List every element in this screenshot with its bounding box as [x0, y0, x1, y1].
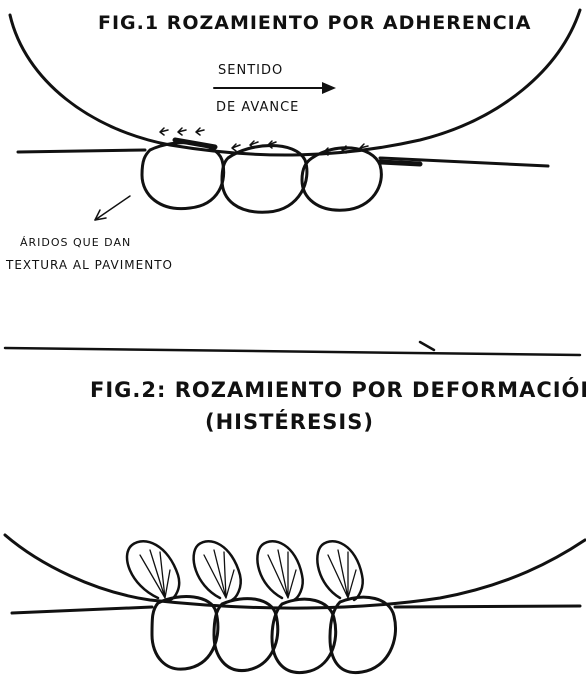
pressure-lobe	[127, 541, 179, 600]
hysteresis-lobes	[127, 541, 363, 600]
direction-label-line1: SENTIDO	[218, 63, 283, 78]
road-surface-fig1	[18, 150, 548, 166]
aggregate-label-line2: TEXTURA AL PAVIMENTO	[6, 258, 173, 272]
aggregate-stone	[152, 597, 218, 670]
aggregate-label-line1: ÁRIDOS QUE DAN	[20, 236, 131, 249]
pressure-lobe	[257, 541, 302, 600]
figure-1-title: FIG.1 ROZAMIENTO POR ADHERENCIA	[98, 12, 531, 34]
aggregate-stone	[142, 143, 224, 209]
pressure-lobe	[317, 541, 362, 600]
pointer-arrow	[95, 196, 130, 220]
aggregate-stone	[302, 148, 381, 210]
direction-arrow	[214, 82, 336, 94]
direction-label-line2: DE AVANCE	[216, 100, 299, 115]
figure-2-title-line2: (HISTÉRESIS)	[205, 410, 374, 434]
pressure-lobe	[194, 541, 241, 600]
figure-2-title-line1: FIG.2: ROZAMIENTO POR DEFORMACIÓN	[90, 378, 586, 402]
separator-line	[5, 342, 580, 355]
aggregate-stone	[272, 599, 336, 672]
